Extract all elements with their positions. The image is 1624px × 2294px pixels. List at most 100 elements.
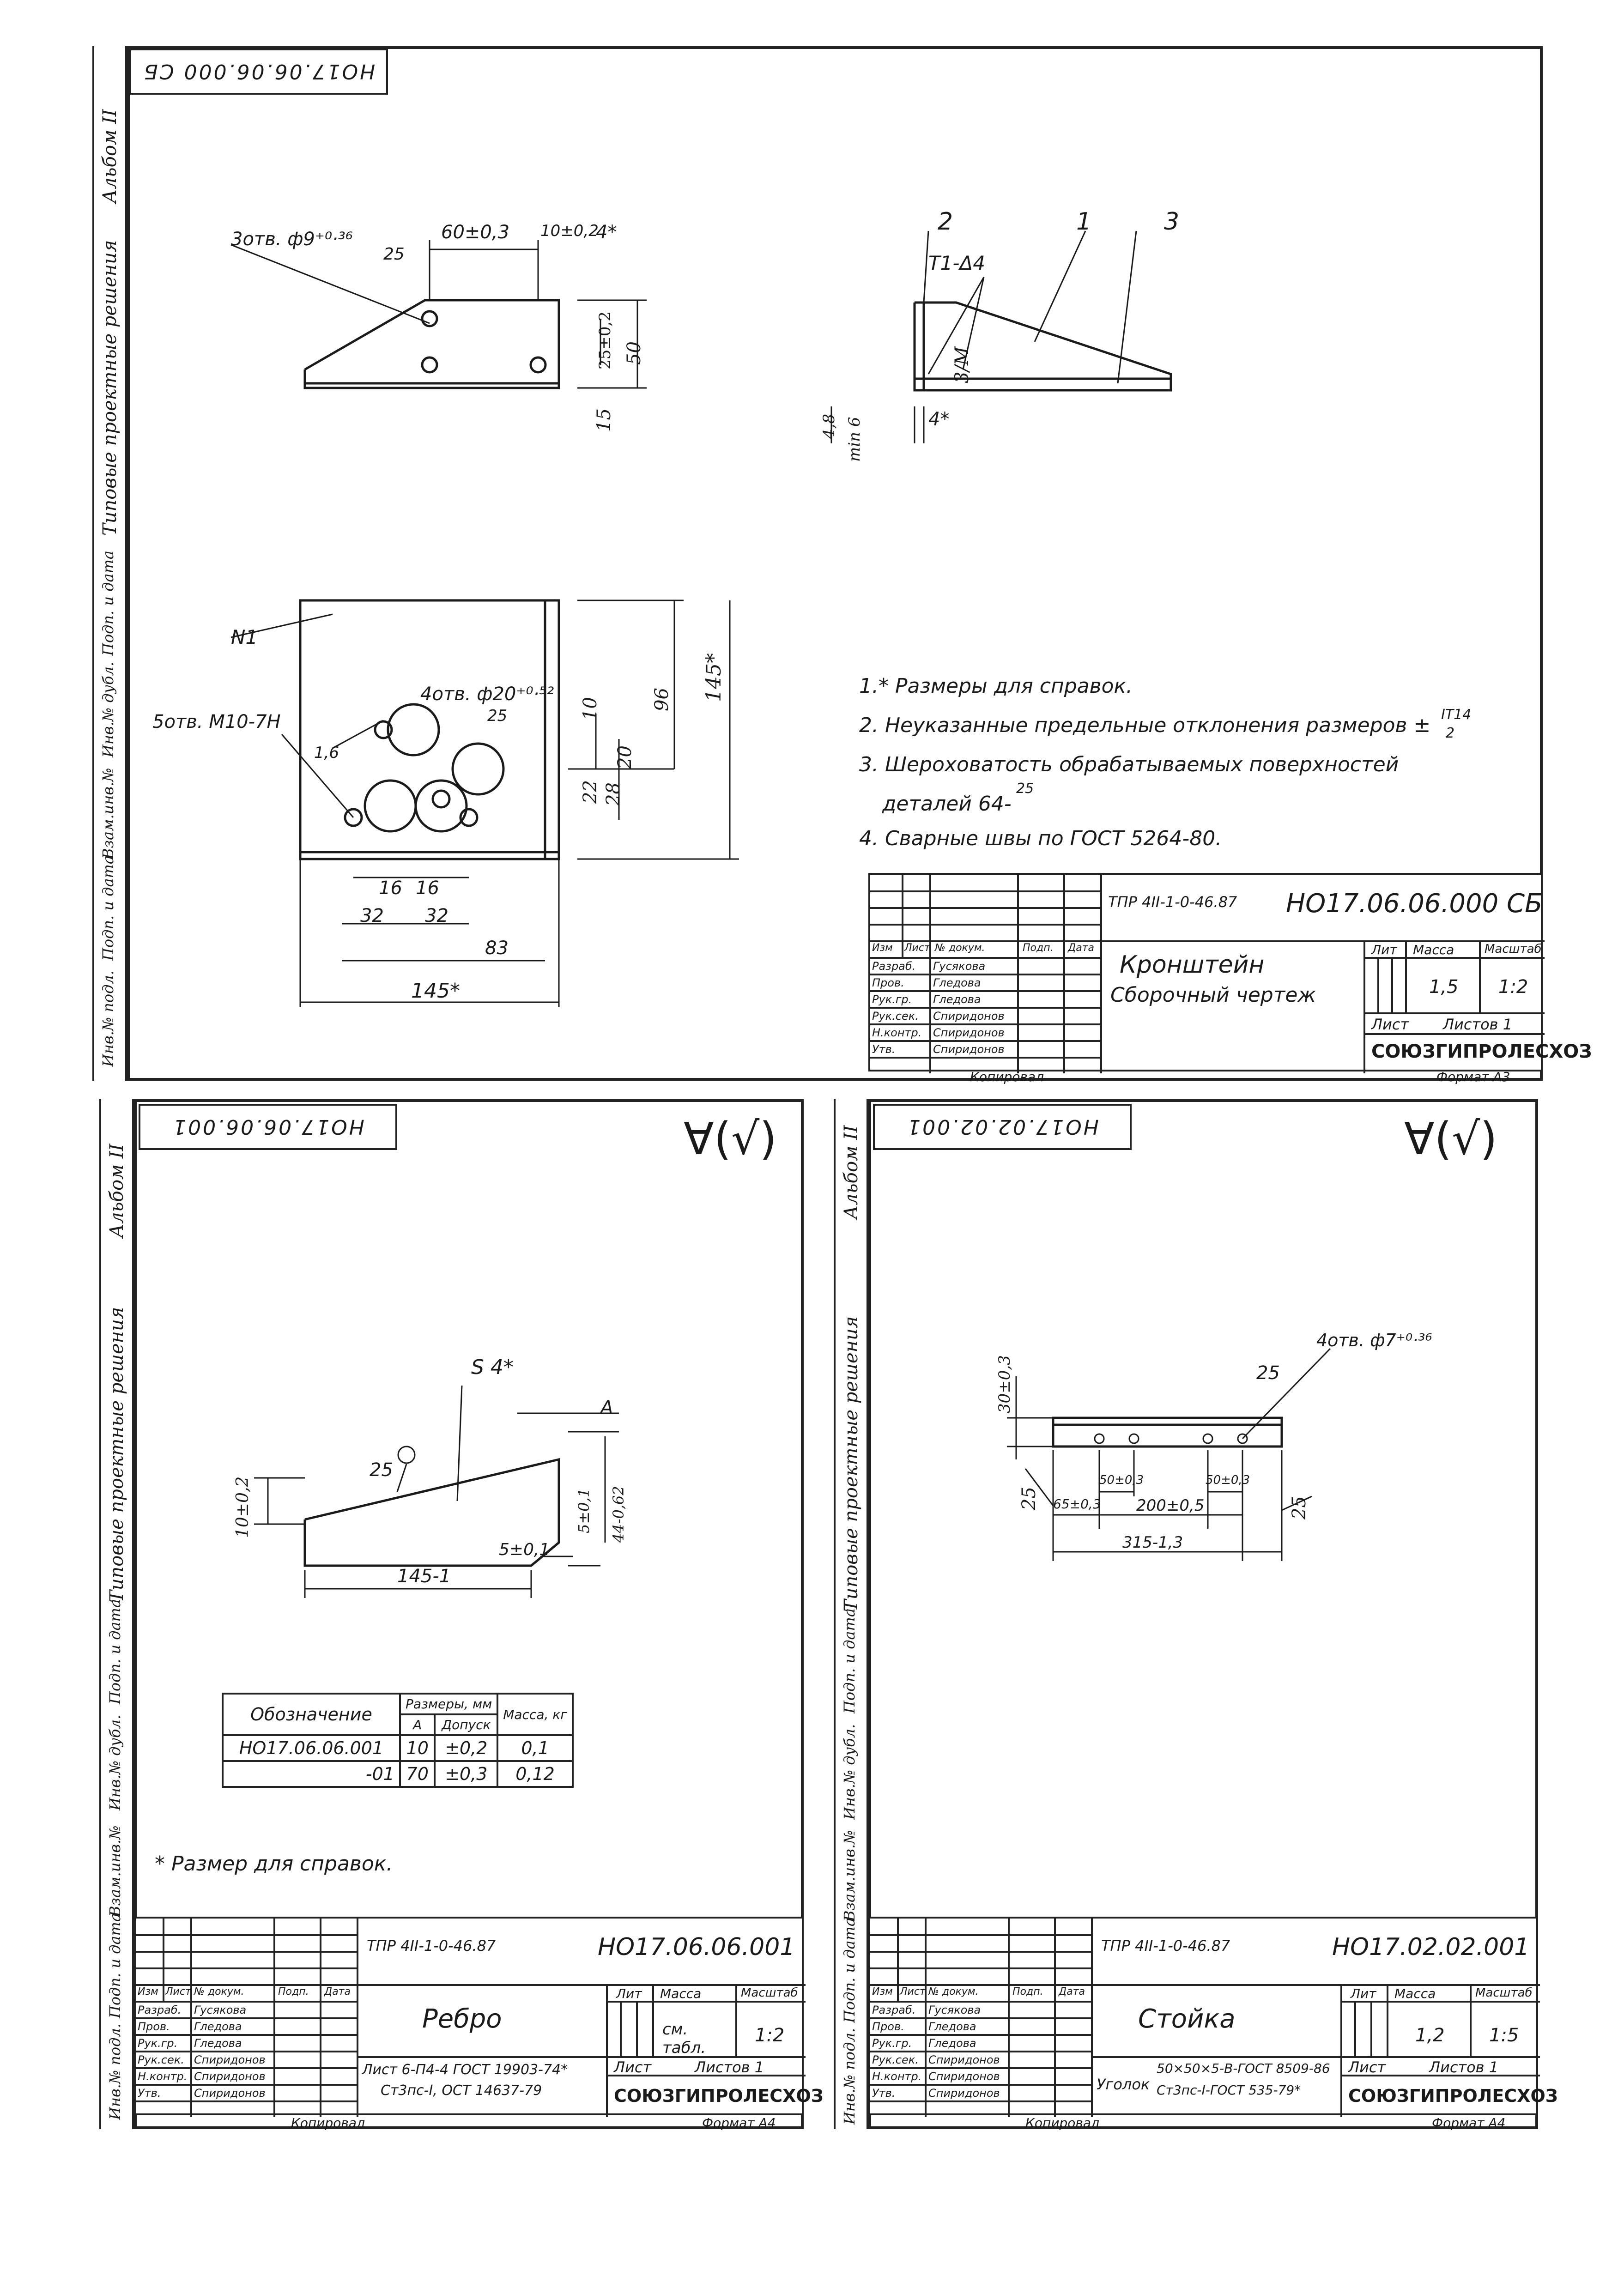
sheet-top-side-strip: [92, 46, 127, 1081]
dim-4-8: 4,8: [820, 413, 838, 439]
dim-10: 10±0,2: [540, 222, 599, 240]
left-dim-44: 44-0,62: [610, 1486, 627, 1543]
tb-right-material-label: Уголок: [1097, 2076, 1150, 2093]
tb-top-hdr-doc: № докум.: [935, 942, 985, 954]
tb-right-sheets: Листов 1: [1429, 2058, 1499, 2076]
tb-right-person: Гледова: [928, 2037, 976, 2050]
tb-left-head-scale: Масштаб: [741, 1986, 798, 2000]
tb-top-person: Спиридонов: [933, 1010, 1005, 1023]
tb-top-person: Спиридонов: [933, 1026, 1005, 1039]
callout-holes-9: 3отв. ф9⁺⁰·³⁶: [231, 229, 353, 250]
note-2-fraction-den: 2: [1446, 725, 1455, 741]
right-dim-30: 30±0,3: [995, 1355, 1014, 1413]
dim-145v: 145*: [702, 653, 726, 702]
tb-left-copied: Копировал: [291, 2115, 365, 2131]
left-dim-10: 10±0,2: [233, 1476, 252, 1538]
tb-left-name: Ребро: [422, 2004, 502, 2034]
tb-right-head-mass: Масса: [1394, 1986, 1436, 2001]
tb-left-sheets: Листов 1: [695, 2058, 764, 2076]
tb-left-scale: 1:2: [755, 2025, 785, 2046]
roughness-value: 25: [1016, 781, 1034, 797]
tb-left-role: Пров.: [138, 2020, 170, 2033]
tb-left-role: Утв.: [138, 2087, 161, 2100]
tbl-cell: НО17.06.06.001: [222, 1734, 401, 1762]
tb-right-person: Гледова: [928, 2020, 976, 2033]
left-dim-5v: 5±0,1: [575, 1488, 593, 1533]
tb-right-person: Спиридонов: [928, 2053, 1000, 2066]
tb-top-role: Рук.гр.: [872, 993, 912, 1006]
tb-left-sheet: Лист: [614, 2058, 652, 2076]
tb-right-sheet: Лист: [1348, 2058, 1386, 2076]
dim-4b: 4*: [928, 409, 950, 430]
sheet-top-series-label: Типовые проектные решения: [99, 240, 121, 536]
weld-3n: 3/М: [951, 346, 973, 383]
tb-top-hdr-sign: Подп.: [1023, 942, 1054, 954]
tb-top-format: Формат А3: [1436, 1069, 1510, 1084]
dim-96: 96: [651, 688, 673, 711]
sheet-top-title-block: ТПР 4II-1-0-46.87 НО17.06.06.000 СБ Изм …: [868, 873, 1592, 1073]
sheet-left-side-label: Инв.№ дубл.: [106, 1714, 124, 1810]
tb-left-person: Гледова: [194, 2037, 242, 2050]
right-dim-65: 65±0,3: [1053, 1496, 1101, 1512]
callout-holes-m10: 5отв. М10-7Н: [152, 711, 281, 732]
sheet-left-side-strip: [99, 1099, 134, 2129]
tb-top-person: Гусякова: [933, 960, 986, 973]
left-variant-table: Обозначение Размеры, мм Масса, кг А Допу…: [222, 1693, 574, 1788]
callout-r25b: 25: [487, 707, 508, 725]
tbl-cell: 70: [399, 1760, 436, 1788]
dim-4: 4*: [596, 222, 617, 243]
dim-83: 83: [485, 938, 509, 959]
sheet-left-album-label: Альбом II: [106, 1144, 127, 1238]
sheet-right-album-label: Альбом II: [841, 1125, 862, 1219]
dim-32a: 32: [360, 905, 384, 926]
tb-right-hdr-doc: № докум.: [928, 1986, 979, 1997]
note-2-fraction-num: IT14: [1441, 707, 1472, 723]
dim-min6: min 6: [845, 417, 864, 462]
right-dim-50b: 50±0,3: [1206, 1473, 1250, 1487]
tb-left-role: Разраб.: [138, 2003, 182, 2016]
tb-top-hdr-date: Дата: [1068, 942, 1094, 954]
note-1: 1.* Размеры для справок.: [859, 674, 1133, 698]
tb-top-role: Утв.: [872, 1043, 896, 1056]
sheet-top-frame: [127, 46, 1543, 1081]
part-2: 2: [938, 208, 953, 236]
tb-right-role: Рук.гр.: [872, 2037, 912, 2050]
tb-left-hdr-sign: Подп.: [278, 1986, 309, 1997]
tbl-cell: 10: [399, 1734, 436, 1762]
left-note: * Размер для справок.: [155, 1852, 393, 1876]
dim-32b: 32: [425, 905, 448, 926]
tb-top-role: Н.контр.: [872, 1026, 922, 1039]
tb-left-person: Спиридонов: [194, 2087, 266, 2100]
sheet-left-side-label: Инв.№ подл.: [106, 2023, 124, 2120]
tb-left-hdr-list: Лист: [165, 1986, 191, 1997]
right-dim-25r: 25: [1289, 1496, 1310, 1519]
right-dim-200: 200±0,5: [1136, 1496, 1205, 1515]
note-3b: деталей 64-: [882, 792, 1012, 816]
sheet-right-frame: [868, 1099, 1538, 2129]
sheet-right-roughness-mark: ∀(√): [1404, 1113, 1497, 1165]
sheet-right-side-label: Инв.№ дубл.: [841, 1724, 858, 1820]
tb-top-copied: Копировал: [970, 1069, 1044, 1084]
tb-right-head-lit: Лит: [1351, 1986, 1376, 2001]
callout-r25: 25: [383, 245, 405, 264]
note-2: 2. Неуказанные предельные отклонения раз…: [859, 714, 1431, 737]
sheet-right-side-label: Подп. и дата: [841, 1918, 858, 2023]
sheet-right-side-label: Взам.инв.№: [841, 1830, 858, 1921]
tb-top-hdr-list: Лист: [904, 942, 930, 954]
tb-top-person: Спиридонов: [933, 1043, 1005, 1056]
tb-top-sheets: Листов 1: [1443, 1016, 1513, 1033]
tb-right-person: Спиридонов: [928, 2070, 1000, 2083]
sheet-left-title-block: ТПР 4II-1-0-46.87 НО17.06.06.001 Изм Лис…: [134, 1917, 824, 2117]
tbl-head-tol: Допуск: [434, 1713, 499, 1736]
dim-145h: 145*: [411, 979, 460, 1003]
tb-right-role: Утв.: [872, 2087, 896, 2100]
sheet-top-code-stamp: НО17.06.06.000 СБ: [129, 48, 388, 95]
left-s4: S 4*: [471, 1356, 514, 1379]
dim-10b: 10: [580, 697, 601, 720]
tb-top-role: Рук.сек.: [872, 1010, 919, 1023]
tb-top-role: Разраб.: [872, 960, 916, 973]
tb-top-head-lit: Лит: [1371, 942, 1397, 957]
tb-left-hdr-doc: № докум.: [194, 1986, 244, 1997]
tb-left-material-1: Лист 6-П4-4 ГОСТ 19903-74*: [362, 2062, 568, 2078]
tb-left-person: Спиридонов: [194, 2053, 266, 2066]
